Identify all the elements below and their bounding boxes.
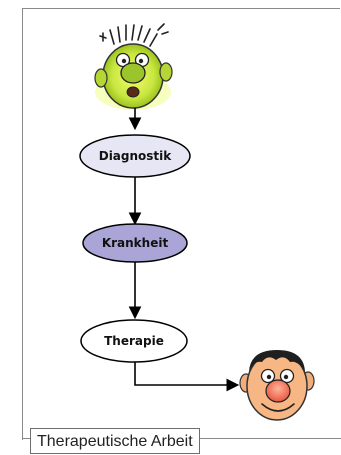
node-diagnostik: Diagnostik [79,134,191,178]
node-krankheit: Krankheit [82,223,188,263]
node-therapie-label: Therapie [104,334,164,348]
diagram-frame [22,8,340,440]
smiling-face-icon [239,350,315,421]
diagram-caption: Therapeutische Arbeit [30,428,200,454]
arrow-therapie-to-healthy [134,362,240,392]
node-diagnostik-label: Diagnostik [99,149,173,163]
node-therapie: Therapie [80,319,188,363]
sick-face-icon [94,23,173,110]
node-krankheit-label: Krankheit [102,236,169,250]
